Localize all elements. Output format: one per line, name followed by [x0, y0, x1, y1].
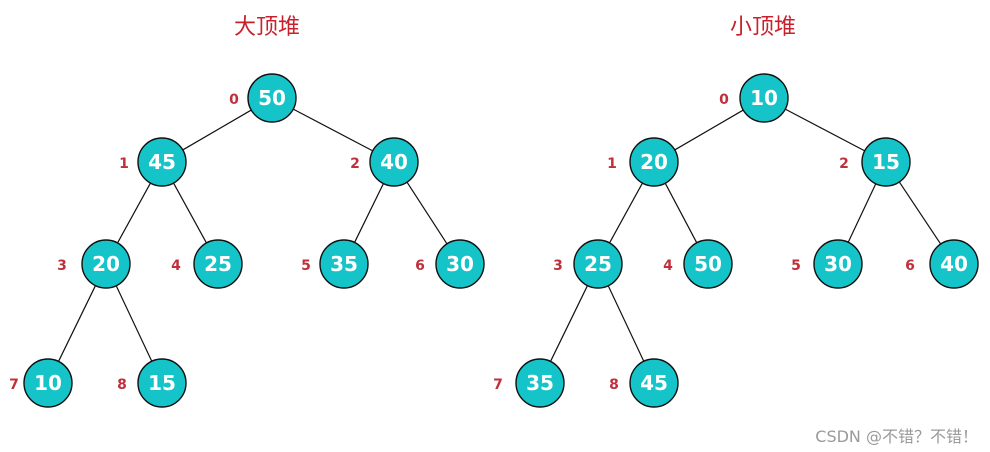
max-heap-node-value-5: 35: [330, 252, 358, 276]
max-heap-node-value-7: 10: [34, 371, 62, 395]
min-heap-node-8: [629, 358, 679, 408]
min-heap-edge-1-3: [609, 182, 643, 244]
min-heap-node-value-2: 15: [872, 150, 900, 174]
min-heap-index-label-3: 3: [553, 258, 563, 274]
min-heap-node-value-0: 10: [750, 86, 778, 110]
max-heap-node-4: [193, 239, 243, 289]
max-heap-node-7: [23, 358, 73, 408]
min-heap-tree: 小顶堆 10 0 20 1 15 2 25 3 50 4 30 5 40 6 35 7 45 8: [493, 15, 979, 408]
min-heap-node-value-6: 40: [940, 252, 968, 276]
min-heap-edge-2-5: [847, 183, 877, 243]
min-heap-edge-0-2: [784, 108, 866, 152]
min-heap-node-value-7: 35: [526, 371, 554, 395]
max-heap-node-1: [137, 137, 187, 187]
min-heap-node-3: [573, 239, 623, 289]
min-heap-node-value-4: 50: [694, 252, 722, 276]
max-heap-node-value-4: 25: [204, 252, 232, 276]
max-heap-node-0: [247, 73, 297, 123]
min-heap-node-4: [683, 239, 733, 289]
max-heap-edge-2-6: [406, 181, 448, 245]
max-heap-edge-0-1: [182, 109, 252, 151]
min-heap-index-label-8: 8: [609, 377, 619, 393]
max-heap-edge-1-3: [117, 182, 151, 244]
max-heap-edge-0-2: [292, 108, 374, 152]
max-heap-node-value-3: 20: [92, 252, 120, 276]
max-heap-node-2: [369, 137, 419, 187]
max-heap-edge-2-5: [354, 183, 384, 243]
max-heap-node-value-1: 45: [148, 150, 176, 174]
max-heap-edge-1-4: [173, 182, 207, 244]
max-heap-tree: 大顶堆 50 0 45 1 40 2 20 3 25 4 35 5 30 6 10 7 15 8: [9, 15, 485, 408]
min-heap-node-0: [739, 73, 789, 123]
min-heap-title: 小顶堆: [730, 15, 796, 40]
min-heap-node-6: [929, 239, 979, 289]
min-heap-node-2: [861, 137, 911, 187]
min-heap-node-value-1: 20: [640, 150, 668, 174]
min-heap-node-value-3: 25: [584, 252, 612, 276]
max-heap-index-label-7: 7: [9, 377, 19, 393]
max-heap-node-5: [319, 239, 369, 289]
max-heap-index-label-1: 1: [119, 156, 129, 172]
min-heap-index-label-1: 1: [607, 156, 617, 172]
max-heap-node-value-8: 15: [148, 371, 176, 395]
min-heap-edge-1-4: [664, 182, 698, 244]
max-heap-index-label-0: 0: [229, 92, 239, 108]
min-heap-edge-2-6: [898, 181, 942, 245]
max-heap-edge-3-7: [57, 285, 97, 362]
max-heap-node-6: [435, 239, 485, 289]
max-heap-index-label-8: 8: [117, 377, 127, 393]
min-heap-index-label-2: 2: [839, 156, 849, 172]
max-heap-node-value-2: 40: [380, 150, 408, 174]
min-heap-node-7: [515, 358, 565, 408]
min-heap-index-label-4: 4: [663, 258, 673, 274]
min-heap-index-label-0: 0: [719, 92, 729, 108]
min-heap-node-value-5: 30: [824, 252, 852, 276]
max-heap-node-value-0: 50: [258, 86, 286, 110]
min-heap-node-value-8: 45: [640, 371, 668, 395]
max-heap-index-label-6: 6: [415, 258, 425, 274]
min-heap-index-label-5: 5: [791, 258, 801, 274]
min-heap-node-5: [813, 239, 863, 289]
min-heap-index-label-7: 7: [493, 377, 503, 393]
max-heap-node-value-6: 30: [446, 252, 474, 276]
max-heap-index-label-2: 2: [350, 156, 360, 172]
max-heap-index-label-3: 3: [57, 258, 67, 274]
min-heap-index-label-6: 6: [905, 258, 915, 274]
watermark: CSDN @不错？不错！: [815, 427, 978, 446]
min-heap-edge-3-8: [607, 285, 645, 362]
max-heap-index-label-5: 5: [301, 258, 311, 274]
min-heap-edge-3-7: [549, 285, 589, 362]
min-heap-node-1: [629, 137, 679, 187]
min-heap-edge-0-1: [674, 109, 744, 151]
max-heap-index-label-4: 4: [171, 258, 181, 274]
max-heap-node-3: [81, 239, 131, 289]
max-heap-edge-3-8: [115, 285, 153, 362]
max-heap-node-8: [137, 358, 187, 408]
max-heap-title: 大顶堆: [234, 15, 300, 40]
